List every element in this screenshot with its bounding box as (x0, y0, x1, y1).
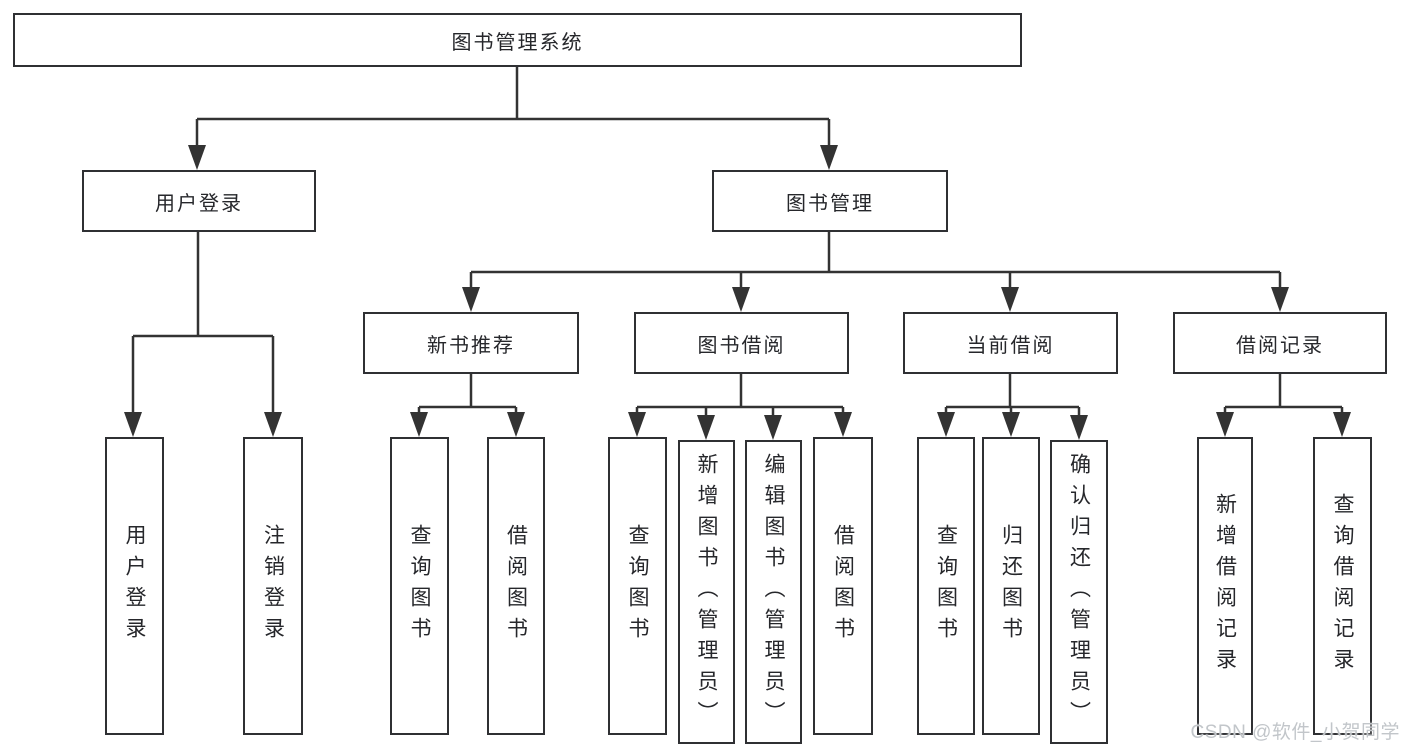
leaf-borrow-books-recommend: 借阅图书 (487, 437, 545, 735)
node-new-book-recommend-label: 新书推荐 (427, 334, 515, 357)
node-borrowing-records: 借阅记录 (1173, 312, 1387, 374)
node-book-borrowing: 图书借阅 (634, 312, 849, 374)
node-user-login: 用户登录 (82, 170, 316, 232)
node-root-label: 图书管理系统 (451, 31, 584, 54)
leaf-add-borrow-record: 新增借阅记录 (1197, 437, 1253, 735)
leaf-query-books-current: 查询图书 (917, 437, 975, 735)
leaf-edit-books-admin-label: 编辑图书（管理员） (762, 452, 785, 732)
node-borrowing-records-label: 借阅记录 (1236, 334, 1324, 357)
leaf-query-books-recommend-label: 查询图书 (408, 524, 431, 648)
leaf-borrow-books-borrowing-label: 借阅图书 (831, 524, 855, 648)
leaf-confirm-return-admin: 确认归还（管理员） (1050, 440, 1108, 744)
node-current-borrowing: 当前借阅 (903, 312, 1118, 374)
leaf-query-books-borrowing-label: 查询图书 (626, 524, 649, 648)
leaf-borrow-books-recommend-label: 借阅图书 (504, 524, 528, 648)
leaf-query-books-current-label: 查询图书 (934, 524, 958, 648)
node-root: 图书管理系统 (13, 13, 1022, 67)
leaf-query-books-borrowing: 查询图书 (608, 437, 667, 735)
leaf-borrow-books-borrowing: 借阅图书 (813, 437, 873, 735)
node-book-management-label: 图书管理 (786, 192, 874, 215)
leaf-query-borrow-record-label: 查询借阅记录 (1331, 493, 1354, 679)
leaf-add-borrow-record-label: 新增借阅记录 (1213, 493, 1237, 679)
node-book-borrowing-label: 图书借阅 (697, 334, 786, 357)
leaf-edit-books-admin: 编辑图书（管理员） (745, 440, 802, 744)
node-user-login-label: 用户登录 (155, 192, 243, 215)
leaf-return-books: 归还图书 (982, 437, 1040, 735)
leaf-user-login-label: 用户登录 (123, 524, 146, 648)
csdn-watermark: CSDN @软件_小贺同学 (1190, 722, 1400, 743)
leaf-query-books-recommend: 查询图书 (390, 437, 449, 735)
leaf-user-login: 用户登录 (105, 437, 164, 735)
node-new-book-recommend: 新书推荐 (363, 312, 579, 374)
node-current-borrowing-label: 当前借阅 (966, 334, 1055, 357)
leaf-logout-login: 注销登录 (243, 437, 303, 735)
leaf-query-borrow-record: 查询借阅记录 (1313, 437, 1372, 735)
leaf-add-books-admin: 新增图书（管理员） (678, 440, 735, 744)
leaf-confirm-return-admin-label: 确认归还（管理员） (1067, 452, 1091, 732)
leaf-add-books-admin-label: 新增图书（管理员） (695, 452, 718, 732)
node-book-management: 图书管理 (712, 170, 948, 232)
leaf-return-books-label: 归还图书 (999, 524, 1023, 648)
leaf-logout-login-label: 注销登录 (261, 524, 285, 648)
